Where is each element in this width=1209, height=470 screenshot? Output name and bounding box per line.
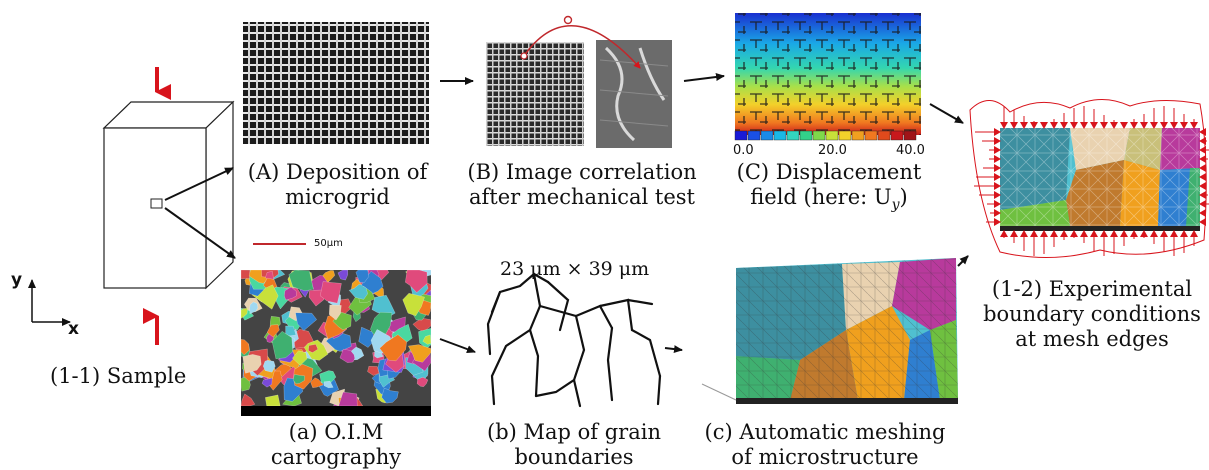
caption-microgrid: (A) Deposition of microgrid bbox=[247, 160, 428, 209]
caption-meshing: (c) Automatic meshing of microstructure bbox=[704, 420, 946, 469]
arrow-oim-to-map bbox=[439, 338, 476, 353]
oim-grain bbox=[355, 269, 370, 284]
colorbar-swatch bbox=[812, 130, 826, 141]
colorbar-swatch bbox=[799, 130, 813, 141]
caption-sample: (1-1) Sample bbox=[50, 364, 187, 388]
dimensions-label: 23 μm × 39 μm bbox=[500, 258, 650, 280]
grain-boundary-map bbox=[486, 272, 662, 408]
colorbar-swatch bbox=[877, 130, 891, 141]
oim-grain bbox=[242, 354, 262, 374]
colorbar-swatch bbox=[903, 130, 917, 141]
colorbar-swatch bbox=[773, 130, 787, 141]
oim-grain bbox=[322, 270, 336, 283]
arrow-sample-to-microgrid bbox=[164, 167, 234, 201]
colorbar-swatch bbox=[825, 130, 839, 141]
oim-grain bbox=[337, 269, 349, 281]
oim-scale-label: 50μm bbox=[314, 238, 343, 249]
oim-grain bbox=[261, 377, 273, 388]
oim-grain bbox=[255, 284, 279, 310]
arrow-sample-to-oim bbox=[164, 207, 236, 259]
axis-y-label: y bbox=[11, 270, 23, 290]
caption-displacement-field: (C) Displacement field (here: Uy) bbox=[736, 160, 922, 214]
oim-grains bbox=[240, 269, 432, 407]
oim-grain bbox=[352, 311, 361, 323]
arrow-c-to-bc bbox=[929, 103, 964, 124]
oim-grain bbox=[402, 292, 425, 317]
oim-grain bbox=[240, 339, 250, 356]
oim-grain bbox=[266, 324, 280, 338]
oim-grain bbox=[271, 330, 293, 359]
arrow-b-to-c bbox=[683, 73, 725, 82]
oim-grain bbox=[284, 286, 297, 301]
oim-grain bbox=[310, 377, 324, 388]
oim-grain bbox=[416, 376, 429, 387]
microgrid-image bbox=[243, 22, 429, 144]
oim-grain bbox=[240, 307, 249, 319]
axis-x-label: x bbox=[68, 319, 79, 339]
oim-grain bbox=[285, 325, 297, 337]
oim-grain bbox=[358, 326, 374, 348]
arrow-mesh-to-bc bbox=[957, 255, 969, 267]
oim-grain bbox=[308, 344, 319, 353]
arrow-map-to-mesh bbox=[664, 345, 683, 354]
oim-grain bbox=[319, 281, 342, 304]
colorbar-label-max: 40.0 bbox=[896, 143, 925, 158]
sample-region-square bbox=[150, 198, 163, 209]
colorbar-swatch bbox=[890, 130, 904, 141]
colorbar-swatch bbox=[747, 130, 761, 141]
oim-grain bbox=[405, 269, 428, 293]
colorbar-swatch bbox=[760, 130, 774, 141]
colorbar-label-mid: 20.0 bbox=[818, 143, 847, 158]
correlation-arc bbox=[523, 24, 641, 69]
oim-grain bbox=[339, 348, 356, 363]
oim-grain bbox=[288, 269, 314, 292]
oim-grain bbox=[407, 344, 432, 363]
oim-grain bbox=[422, 334, 432, 345]
correlation-image-reference bbox=[486, 42, 584, 146]
boundary-arrows bbox=[974, 106, 1209, 256]
oim-grain bbox=[328, 304, 342, 321]
boundary-mesh bbox=[969, 98, 1207, 259]
colorbar-swatch bbox=[734, 130, 748, 141]
oim-grain bbox=[348, 283, 368, 300]
microstructure-mesh bbox=[701, 258, 958, 404]
colorbar-swatch bbox=[786, 130, 800, 141]
caption-image-correlation: (B) Image correlation after mechanical t… bbox=[467, 160, 697, 209]
sample-block bbox=[102, 100, 235, 290]
oim-grain bbox=[262, 359, 276, 373]
oim-grain bbox=[240, 269, 253, 280]
oim-grain bbox=[381, 387, 399, 404]
colorbar-swatch bbox=[864, 130, 878, 141]
colorbar-swatch bbox=[851, 130, 865, 141]
caption-boundary-conditions: (1-2) Experimental boundary conditions a… bbox=[983, 277, 1201, 351]
oim-grain bbox=[323, 380, 334, 389]
oim-grain bbox=[379, 334, 407, 362]
caption-grain-map: (b) Map of grain boundaries bbox=[487, 420, 661, 469]
axis-triad bbox=[28, 279, 71, 326]
oim-grain bbox=[292, 374, 305, 385]
colorbar bbox=[734, 130, 917, 141]
caption-oim: (a) O.I.M cartography bbox=[270, 420, 402, 469]
colorbar-label-min: 0.0 bbox=[733, 143, 754, 158]
oim-grain bbox=[367, 365, 380, 376]
colorbar-swatch bbox=[838, 130, 852, 141]
oim-grain bbox=[295, 312, 318, 331]
oim-grain bbox=[292, 350, 308, 366]
oim-grain bbox=[249, 301, 259, 315]
